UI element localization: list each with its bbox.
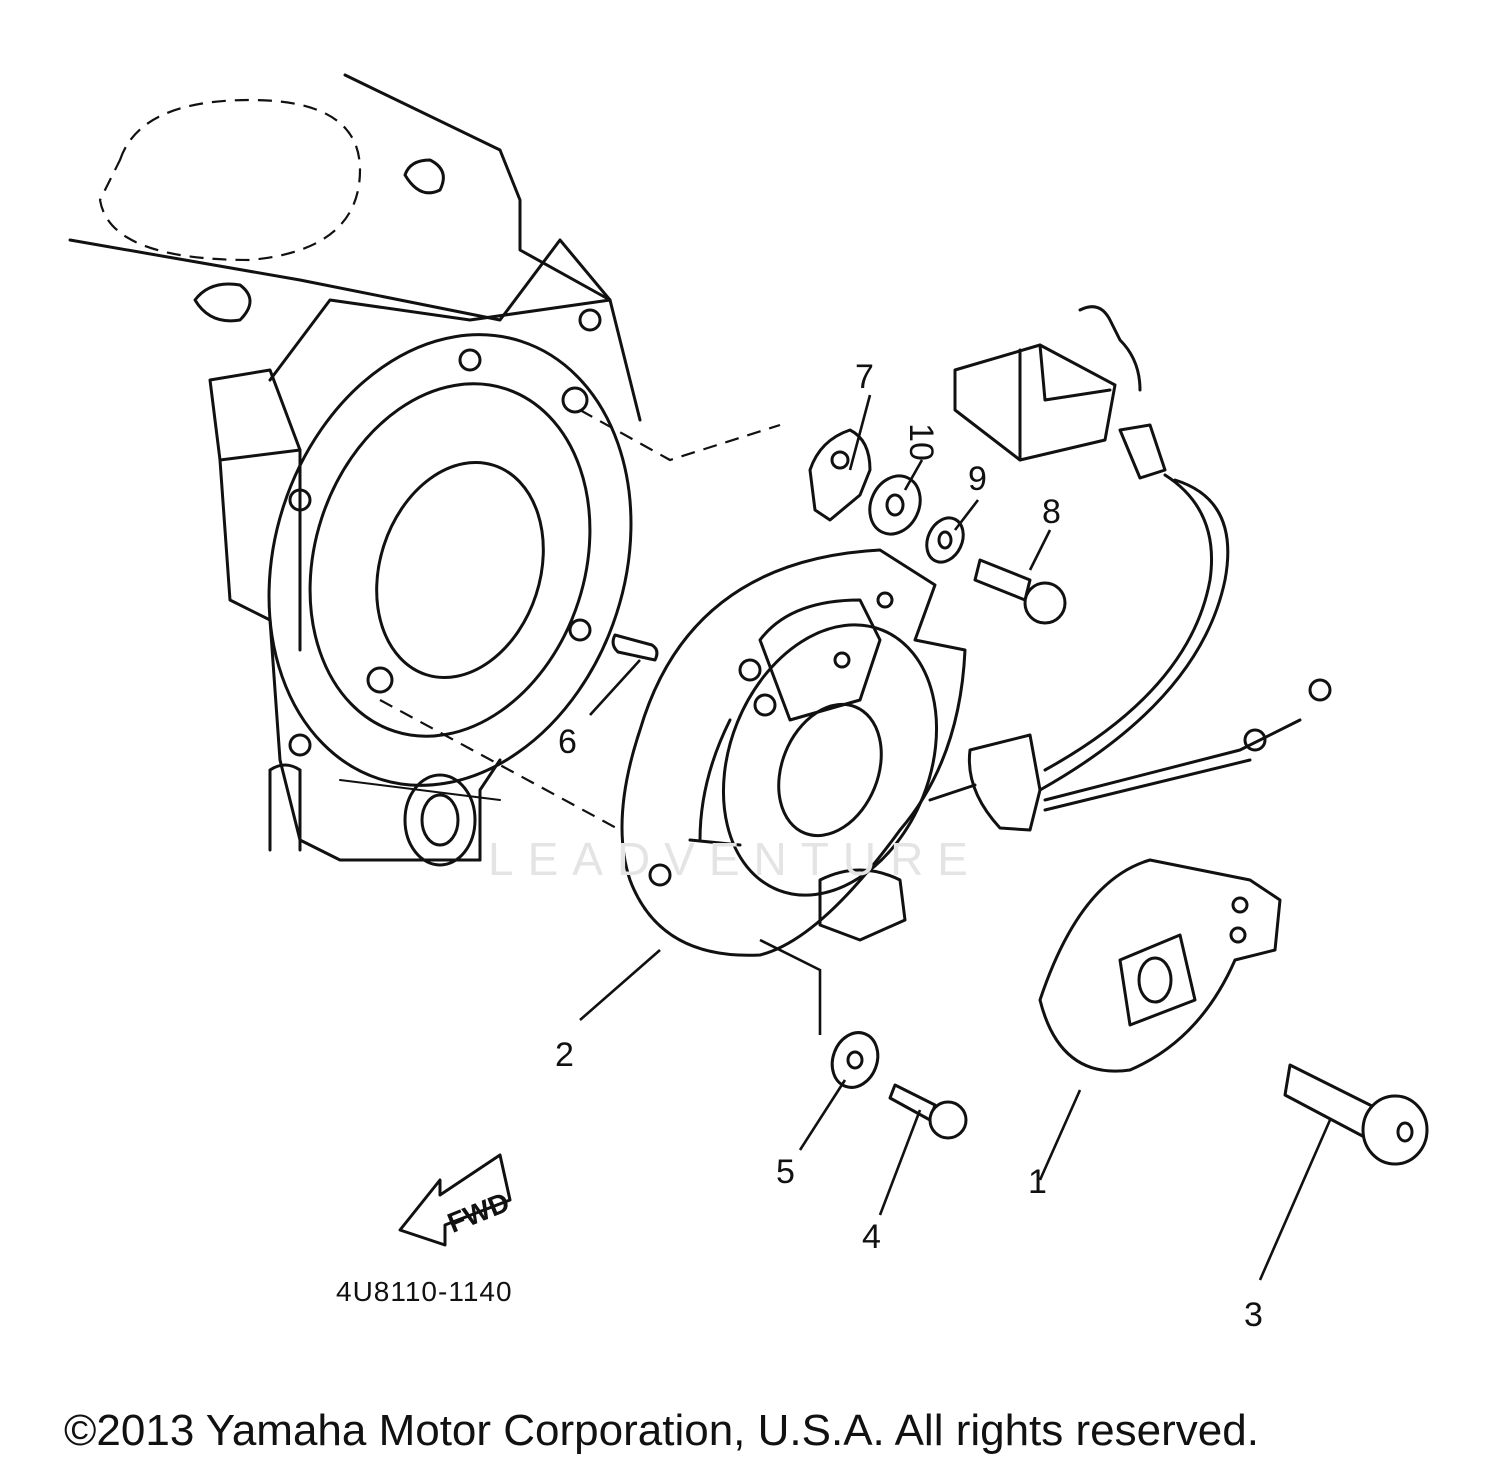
washer-5 bbox=[830, 1031, 880, 1089]
small-bracket bbox=[808, 428, 872, 522]
callout-8: 8 bbox=[1042, 493, 1061, 531]
callout-10: 10 bbox=[901, 423, 940, 461]
callout-6: 6 bbox=[558, 723, 577, 761]
plain-washer bbox=[868, 474, 922, 536]
callout-9: 9 bbox=[968, 460, 987, 498]
copyright-notice: ©2013 Yamaha Motor Corporation, U.S.A. A… bbox=[64, 1406, 1259, 1455]
stator-assembly bbox=[620, 548, 1042, 957]
callout-3: 3 bbox=[1244, 1296, 1263, 1334]
callout-7: 7 bbox=[855, 358, 874, 396]
callout-5: 5 bbox=[776, 1153, 795, 1191]
forward-arrow-icon: FWD bbox=[398, 1153, 514, 1247]
callout-2: 2 bbox=[555, 1036, 574, 1074]
watermark: LEADVENTURE bbox=[488, 833, 982, 885]
dowel-pin bbox=[611, 633, 659, 662]
pickup-plate bbox=[1038, 858, 1282, 1073]
leader-lines bbox=[579, 394, 1332, 1281]
pan-screw bbox=[973, 558, 1067, 625]
callout-4: 4 bbox=[862, 1218, 881, 1256]
wire-harness bbox=[953, 305, 1332, 812]
diagram-code: 4U8110-1140 bbox=[336, 1276, 513, 1307]
bolt-3 bbox=[1283, 1063, 1429, 1166]
engine-block bbox=[68, 73, 781, 867]
callout-1: 1 bbox=[1028, 1163, 1047, 1201]
screw-4 bbox=[888, 1083, 968, 1140]
lock-washer bbox=[925, 516, 965, 564]
